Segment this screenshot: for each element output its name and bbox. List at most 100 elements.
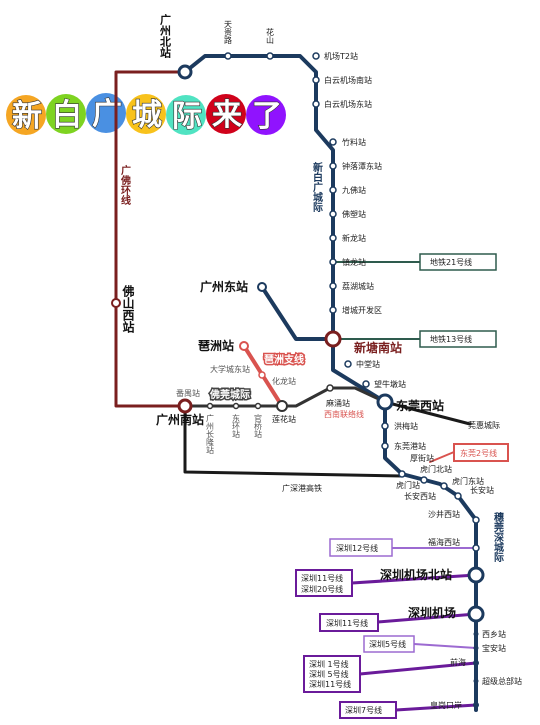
sz5-box[interactable] (363, 635, 415, 653)
banner-bubble (206, 94, 246, 134)
station-dot[interactable] (312, 52, 320, 60)
sz7-box[interactable] (339, 701, 397, 719)
station-dot[interactable] (376, 393, 394, 411)
station-label: 西乡站 (482, 629, 506, 639)
station-label: 西南联络线 (324, 409, 364, 419)
banner-char: 白 (52, 98, 82, 133)
station-dot[interactable] (239, 341, 249, 351)
station-dot[interactable] (473, 678, 479, 684)
station-dot[interactable] (329, 306, 337, 314)
station-label: 官桥站 (254, 413, 263, 439)
sz11-box[interactable] (319, 613, 379, 632)
station-label: 洪梅站 (394, 421, 418, 431)
banner-char: 了 (252, 99, 282, 134)
station-dot[interactable] (329, 210, 337, 218)
station-label: 莞惠城际 (468, 420, 500, 430)
station-label: 虎门东站 (452, 476, 484, 486)
guanshen-line (331, 337, 478, 712)
station-dot[interactable] (312, 76, 320, 84)
connector (394, 703, 478, 712)
metro21-box[interactable] (419, 253, 497, 271)
station-label: 前海 (450, 657, 466, 667)
station-dot[interactable] (257, 282, 267, 292)
station-label: 望牛墩站 (374, 379, 406, 389)
station-label: 东莞西站 (396, 398, 444, 413)
station-dot[interactable] (254, 402, 262, 410)
station-label: 新塘南站 (354, 340, 402, 355)
station-dot[interactable] (473, 645, 479, 651)
station-dot[interactable] (329, 186, 337, 194)
station-label: 白云机场南站 (324, 75, 372, 85)
station-dot[interactable] (312, 100, 320, 108)
station-dot[interactable] (398, 470, 406, 478)
station-dot[interactable] (324, 330, 342, 348)
station-dot[interactable] (329, 162, 337, 170)
station-label: 新龙站 (342, 233, 366, 243)
station-label: 增城开发区 (342, 305, 382, 315)
station-label: 机场T2站 (324, 51, 358, 61)
station-label: 宝安站 (482, 643, 506, 653)
station-dot[interactable] (473, 660, 479, 666)
station-dot[interactable] (206, 402, 214, 410)
station-dot[interactable] (329, 282, 337, 290)
station-dot[interactable] (381, 422, 389, 430)
station-dot[interactable] (467, 605, 485, 623)
dg2-box[interactable] (453, 443, 509, 462)
station-label: 长安西站 (404, 491, 436, 501)
station-label: 琶洲支线 (264, 353, 304, 366)
station-label: 虎门北站 (420, 464, 452, 474)
station-label: 白云机场东站 (324, 99, 372, 109)
station-dot[interactable] (344, 360, 352, 368)
foshan-west-label: 佛山西站 (121, 284, 135, 334)
sz-1-5-11-label: 深圳 5号线 (309, 669, 349, 679)
station-dot[interactable] (326, 384, 334, 392)
station-label: 佛塑站 (342, 209, 366, 219)
station-label: 广州南站 (156, 412, 204, 427)
metro13-box[interactable] (419, 330, 497, 348)
station-dot[interactable] (329, 138, 337, 146)
station-dot[interactable] (420, 476, 428, 484)
station-dot[interactable] (177, 398, 193, 414)
station-label: 佛莞城际 (209, 388, 250, 401)
station-dot[interactable] (467, 566, 485, 584)
connector (413, 643, 477, 649)
station-dot[interactable] (266, 52, 274, 60)
station-label: 中堂站 (356, 359, 380, 369)
station-label: 番禺站 (176, 388, 200, 398)
sz11-20-box[interactable] (295, 569, 353, 597)
station-dot[interactable] (473, 631, 479, 637)
station-label: 镇龙站 (342, 257, 366, 267)
sz12-box[interactable] (329, 538, 393, 557)
station-dot[interactable] (381, 442, 389, 450)
station-dot[interactable] (329, 258, 337, 266)
banner-char: 新 (12, 99, 42, 134)
station-label: 广深港高铁 (282, 483, 322, 493)
station-label: 荔湖城站 (342, 281, 374, 291)
station-dot[interactable] (472, 516, 480, 524)
banner-bubble (6, 95, 46, 135)
station-dot[interactable] (473, 702, 479, 708)
sz-1-5-11-box[interactable] (303, 655, 361, 693)
station-dot[interactable] (276, 400, 288, 412)
station-dot[interactable] (329, 234, 337, 242)
station-dot[interactable] (177, 64, 193, 80)
station-label: 化龙站 (272, 376, 296, 386)
station-label: 东莞港站 (394, 441, 426, 451)
station-label: 福海西站 (428, 537, 460, 547)
station-dot[interactable] (258, 371, 266, 379)
station-dot[interactable] (440, 482, 448, 490)
station-dot[interactable] (224, 52, 232, 60)
line-boxes: 地铁21号线 地铁13号线 东莞2号线 深圳12号线 深圳11号线 深圳20号线… (295, 253, 509, 719)
station-dot[interactable] (454, 492, 462, 500)
station-dot[interactable] (472, 544, 480, 552)
station-dot[interactable] (111, 298, 121, 308)
guanhui-line (383, 400, 472, 426)
sz11-20-label: 深圳11号线 (301, 573, 343, 583)
station-dot[interactable] (362, 380, 370, 388)
station-dot[interactable] (232, 402, 240, 410)
banner-bubble (166, 95, 206, 135)
banner: 新 白 广 城 际 来 了 (6, 93, 286, 135)
station-label: 超级总部站 (482, 676, 522, 686)
station-label: 广州东站 (200, 279, 248, 294)
